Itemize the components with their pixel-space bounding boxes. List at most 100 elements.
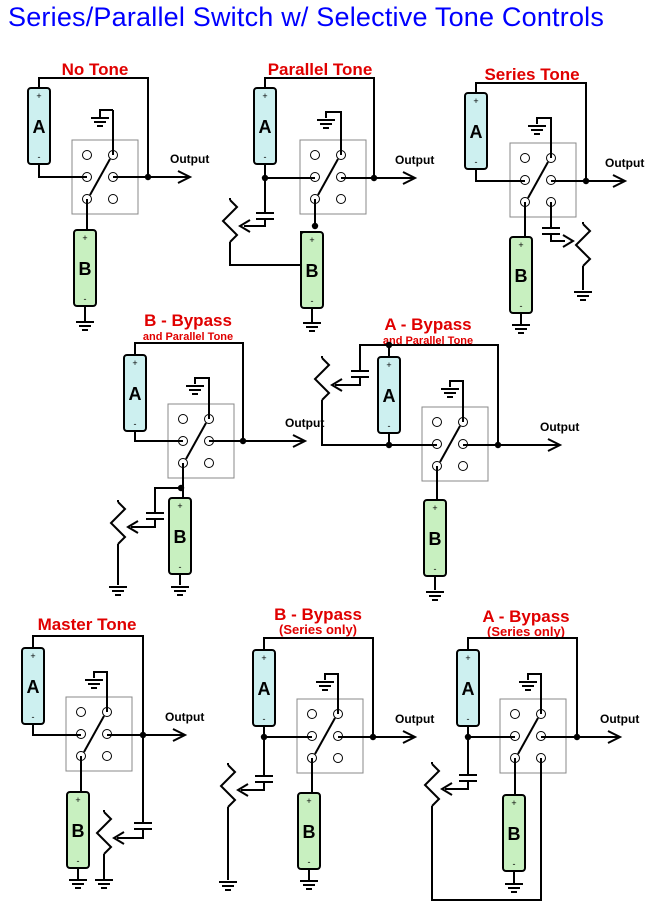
switch-lever (517, 717, 539, 755)
output-label: Output (600, 712, 639, 726)
wire (321, 400, 389, 446)
pickup-label: B (429, 529, 442, 549)
wire (241, 782, 265, 791)
wire (194, 377, 210, 419)
wire (244, 219, 266, 227)
minus-terminal-label: - (311, 296, 314, 306)
pot-wiper (126, 520, 139, 534)
pickup-label: B (72, 821, 85, 841)
pot-resistor (574, 223, 592, 267)
tone-pot (219, 764, 237, 808)
wire (38, 164, 87, 178)
pot-wiper (238, 219, 251, 233)
plus-terminal-label: + (262, 91, 267, 101)
output-label: Output (395, 712, 434, 726)
plus-terminal-label: + (511, 798, 516, 808)
pickup-label: A (383, 386, 396, 406)
ground-icon (171, 586, 189, 596)
output-arrow: Output (243, 416, 324, 448)
wire (32, 635, 144, 735)
minus-terminal-label: - (434, 564, 437, 574)
tone-capacitor (146, 512, 164, 520)
pot-wiper (236, 783, 249, 797)
ground-icon (316, 681, 334, 691)
switch-lug (102, 751, 112, 761)
minus-terminal-label: - (388, 421, 391, 431)
panel-subtitle: (Series only) (487, 624, 565, 639)
wire (359, 344, 389, 370)
pickup-a: +A- (456, 649, 480, 727)
wire (431, 758, 542, 901)
ground-icon (300, 880, 318, 890)
pickup-label: A (129, 384, 142, 404)
switch-lug (108, 194, 118, 204)
panel-master-tone: Master Tone+A-Output+B- (21, 615, 204, 889)
ground-icon (512, 324, 530, 334)
ground-icon (574, 291, 592, 301)
tone-capacitor (134, 822, 152, 830)
plus-terminal-label: + (82, 233, 87, 243)
wire (475, 82, 587, 181)
ground-icon (186, 385, 204, 395)
ground-icon (76, 321, 94, 331)
tone-capacitor (256, 212, 274, 220)
pot-resistor (219, 764, 237, 808)
ground-icon (85, 679, 103, 689)
switch-lug (510, 709, 520, 719)
panel-no-tone: No Tone+A-Output+B- (27, 60, 209, 331)
plus-terminal-label: + (30, 651, 35, 661)
switch-lug (520, 153, 530, 163)
switch-lever (317, 158, 339, 196)
minus-terminal-label: - (520, 301, 523, 311)
wire (99, 109, 113, 117)
pickup-label: B (508, 824, 521, 844)
junction-dot (311, 222, 319, 230)
pickup-b: +B- (300, 231, 324, 309)
wire (550, 234, 565, 242)
ground-icon (519, 681, 537, 691)
pickup-b: +B- (297, 792, 321, 870)
wire (388, 344, 499, 445)
plus-terminal-label: + (432, 503, 437, 513)
wire (449, 380, 464, 422)
wire (467, 637, 578, 737)
ground-icon (219, 881, 237, 891)
pickup-label: A (258, 679, 271, 699)
switch-lug (178, 414, 188, 424)
panel-title: B - Bypass (274, 605, 362, 624)
minus-terminal-label: - (84, 294, 87, 304)
panel-title: A - Bypass (384, 315, 471, 334)
pickup-a: +A- (21, 647, 45, 725)
pickup-label: A (259, 117, 272, 137)
tone-pot (95, 811, 113, 855)
wire (134, 342, 244, 441)
wire (335, 377, 361, 386)
tone-pot (574, 223, 592, 267)
pot-resistor (95, 811, 113, 855)
panel-series-tone: Series Tone+A-Output+B- (464, 65, 644, 334)
panel-title: B - Bypass (144, 311, 232, 330)
pickup-label: B (79, 259, 92, 279)
switch-lug (432, 417, 442, 427)
minus-terminal-label: - (38, 152, 41, 162)
pickup-a: +A- (252, 649, 276, 727)
ground-icon (91, 117, 109, 127)
output-label: Output (605, 156, 644, 170)
minus-terminal-label: - (264, 152, 267, 162)
ground-icon (109, 586, 127, 596)
pot-resistor (221, 199, 239, 243)
switch-lever (314, 717, 336, 755)
plus-terminal-label: + (473, 96, 478, 106)
pot-resistor (313, 357, 331, 401)
pickup-a: + A - (253, 87, 277, 165)
wire (445, 781, 469, 790)
output-arrow: Output (577, 712, 639, 744)
panel-title: Series Tone (484, 65, 579, 84)
ground-icon (95, 879, 113, 889)
pickup-label: A (462, 679, 475, 699)
switch-lever (83, 715, 105, 753)
output-label: Output (540, 420, 579, 434)
minus-terminal-label: - (32, 712, 35, 722)
pot-wiper (562, 234, 575, 248)
minus-terminal-label: - (308, 857, 311, 867)
